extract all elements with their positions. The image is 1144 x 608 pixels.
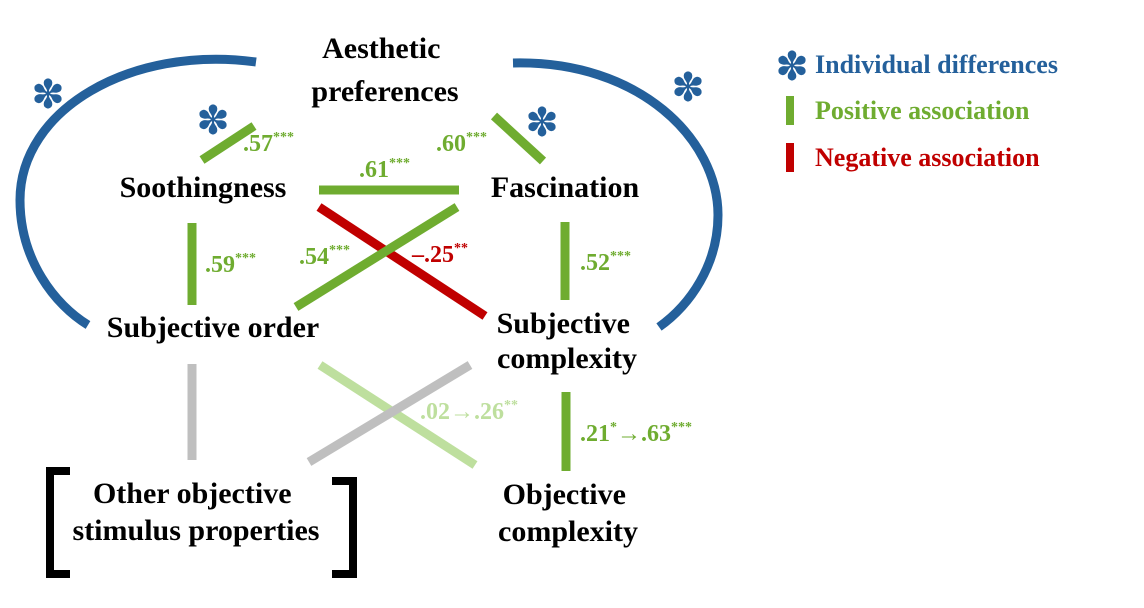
edge-label-complexity-objcomplexity: .21*→.63*** xyxy=(580,420,692,447)
node-aesthetic-preferences: Aesthetic preferences xyxy=(311,32,458,108)
edge-label-fascination-aesthetic: .60*** xyxy=(436,130,487,157)
legend-asterisk-icon: ✽ xyxy=(775,44,809,89)
edge-soothingness-aesthetic xyxy=(199,122,257,164)
edge-label-order-objcomplexity: .02→.26** xyxy=(420,398,518,425)
edge-fascination-aesthetic xyxy=(490,112,547,165)
bracket-right xyxy=(332,477,357,578)
individual-differences-arc-left xyxy=(15,54,257,329)
legend-label-negative: Negative association xyxy=(815,143,1040,172)
node-objective-complexity: Objective complexity xyxy=(498,478,638,548)
asterisk-icon: ✽ xyxy=(31,72,65,117)
edge-fascination-order xyxy=(293,203,460,311)
asterisk-icon: ✽ xyxy=(525,100,559,145)
legend-label-positive: Positive association xyxy=(815,96,1030,125)
legend-label-individual-differences: Individual differences xyxy=(815,50,1058,79)
node-subjective-order: Subjective order xyxy=(107,311,319,344)
node-other-objective-properties: Other objective stimulus properties xyxy=(73,477,320,547)
edge-complexity-other xyxy=(306,361,473,466)
edge-label-soothingness-aesthetic: .57*** xyxy=(243,130,294,157)
edge-label-fascination-order: .54*** xyxy=(299,243,350,270)
edge-label-soothingness-order: .59*** xyxy=(205,251,256,278)
asterisk-icon: ✽ xyxy=(671,65,705,110)
edge-order-objcomplexity xyxy=(317,361,478,469)
node-soothingness: Soothingness xyxy=(120,171,287,204)
legend: ✽ Individual differences Positive associ… xyxy=(775,44,1058,172)
edge-label-fascination-complexity: .52*** xyxy=(580,249,631,276)
node-subjective-complexity: Subjective complexity xyxy=(497,307,638,375)
bracket-left xyxy=(46,467,70,578)
edge-soothingness-complexity xyxy=(316,203,488,320)
legend-positive-swatch xyxy=(786,96,794,125)
edge-label-soothingness-fascination: .61*** xyxy=(359,156,410,183)
individual-differences-arc-right xyxy=(512,58,723,331)
edge-label-soothingness-complexity: –.25** xyxy=(411,241,468,268)
node-fascination: Fascination xyxy=(491,171,640,204)
asterisk-icon: ✽ xyxy=(196,98,230,143)
legend-negative-swatch xyxy=(786,143,794,172)
